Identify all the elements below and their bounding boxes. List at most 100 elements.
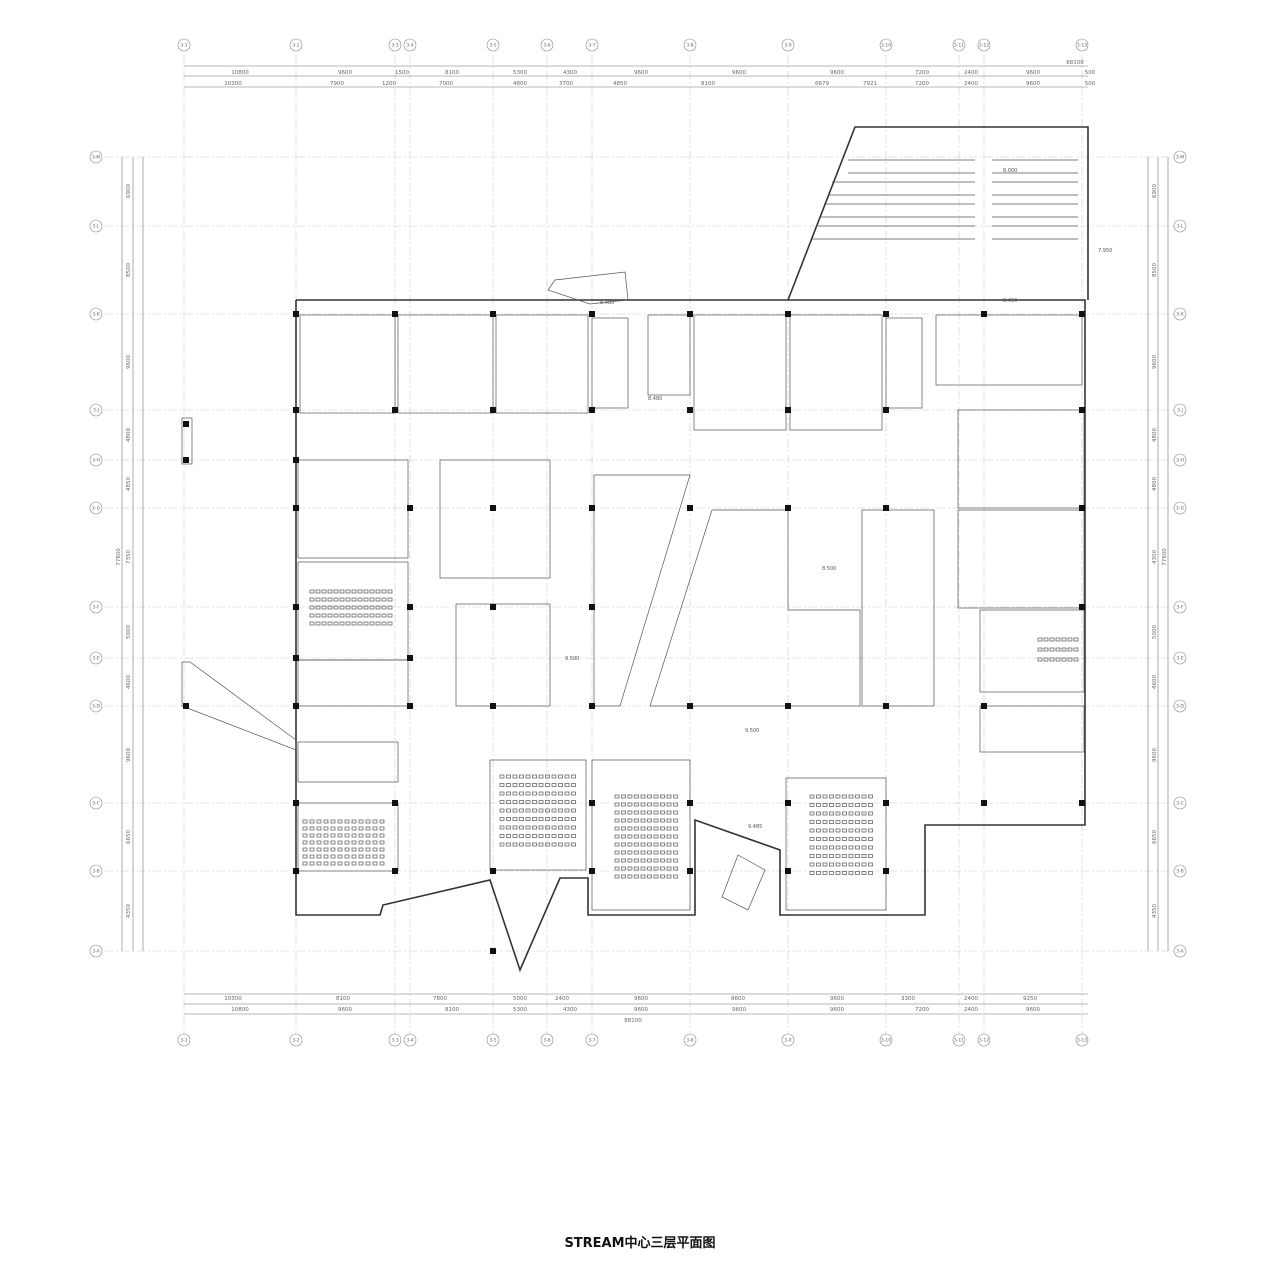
- column: [785, 800, 791, 806]
- seat: [614, 810, 620, 815]
- room-lecture-1: [489, 759, 587, 871]
- seat: [666, 874, 672, 879]
- seat: [640, 858, 646, 863]
- seat: [647, 874, 652, 879]
- dimension-label: 5300: [513, 1007, 527, 1013]
- dimension-label: 8600: [731, 996, 745, 1002]
- seat: [375, 589, 381, 594]
- room-core-2: [455, 603, 551, 707]
- seat: [809, 811, 815, 816]
- axis-label: 3-L: [93, 224, 100, 230]
- axis-bubble: [879, 1033, 893, 1047]
- dimension-total: 77800: [116, 548, 122, 566]
- seat: [861, 811, 867, 816]
- axis-label: 3-K: [1176, 312, 1184, 318]
- seat: [351, 847, 357, 852]
- seat: [835, 837, 841, 841]
- seat: [829, 854, 834, 858]
- dimension-label: 1500: [395, 70, 409, 76]
- dimension-total: 88100: [1066, 60, 1084, 66]
- seat: [519, 808, 524, 813]
- seat: [351, 605, 357, 610]
- column: [490, 505, 496, 511]
- column: [785, 703, 791, 709]
- dimension-label: 9600: [1026, 81, 1040, 87]
- seat: [532, 774, 537, 779]
- dimension-label: 5000: [1152, 625, 1158, 639]
- seat: [1049, 657, 1055, 662]
- seat: [345, 605, 351, 610]
- seat: [551, 774, 557, 779]
- axis-label: 3-A: [92, 949, 100, 955]
- seat: [309, 605, 315, 610]
- seat: [525, 791, 531, 796]
- seat: [666, 834, 672, 839]
- dimension-label: 9600: [338, 70, 352, 76]
- seat: [302, 840, 308, 845]
- seat: [512, 825, 518, 830]
- dimension-label: 9600: [830, 70, 844, 76]
- seat: [512, 834, 518, 838]
- seat: [327, 597, 333, 602]
- axis-bubble: [1173, 403, 1187, 417]
- seat: [381, 621, 387, 626]
- seat: [816, 811, 821, 816]
- seat: [365, 861, 371, 866]
- column: [589, 703, 595, 709]
- axis-label: 3-12: [979, 43, 989, 49]
- seat: [538, 825, 544, 830]
- seat: [375, 621, 381, 626]
- seat: [809, 845, 815, 850]
- dimension-label: 9600: [1026, 1007, 1040, 1013]
- seat: [653, 842, 659, 847]
- dimension-label: 7200: [915, 81, 929, 87]
- elevation-label: 8.500: [822, 566, 836, 572]
- axis-label: 3-B: [1176, 869, 1183, 875]
- axis-bubble: [89, 944, 103, 958]
- dimension-label: 7350: [126, 550, 132, 564]
- seat: [372, 854, 378, 859]
- seat: [323, 861, 329, 866]
- seat: [835, 820, 841, 824]
- seat: [1067, 637, 1073, 642]
- seat: [816, 854, 821, 858]
- axis-label: 3-12: [979, 1038, 989, 1044]
- dimension-label: 4800: [513, 81, 527, 87]
- seat: [640, 842, 646, 847]
- seat: [868, 828, 873, 833]
- seat: [1043, 657, 1049, 662]
- seat: [532, 825, 537, 830]
- dimension-label: 9600: [126, 748, 132, 762]
- seat: [868, 837, 873, 841]
- dimension-label: 6650: [126, 830, 132, 844]
- toilet-block-2: [979, 609, 1085, 693]
- seat: [842, 862, 847, 867]
- seat: [848, 854, 854, 858]
- seat: [673, 834, 678, 839]
- seat: [558, 825, 563, 830]
- seat: [842, 845, 847, 850]
- axis-label: 3-D: [1176, 704, 1184, 710]
- seat: [375, 605, 381, 610]
- seat: [634, 874, 639, 879]
- seat: [551, 817, 557, 821]
- seat: [345, 621, 351, 626]
- dimension-total: 88100: [624, 1018, 642, 1024]
- axis-label: 3-K: [92, 312, 100, 318]
- seat: [627, 802, 633, 807]
- seat: [822, 811, 828, 816]
- seat: [855, 820, 860, 824]
- axis-bubble: [89, 600, 103, 614]
- seat: [365, 826, 371, 831]
- room-classroom-1: [299, 314, 396, 414]
- axis-bubble: [89, 864, 103, 878]
- seat: [506, 842, 511, 847]
- seat: [558, 817, 563, 821]
- dimension-label: 9600: [338, 1007, 352, 1013]
- seat: [1037, 637, 1043, 642]
- seat: [538, 800, 544, 804]
- seat: [344, 847, 350, 852]
- dimension-label: 9600: [732, 1007, 746, 1013]
- column: [1079, 505, 1085, 511]
- seat: [558, 800, 563, 804]
